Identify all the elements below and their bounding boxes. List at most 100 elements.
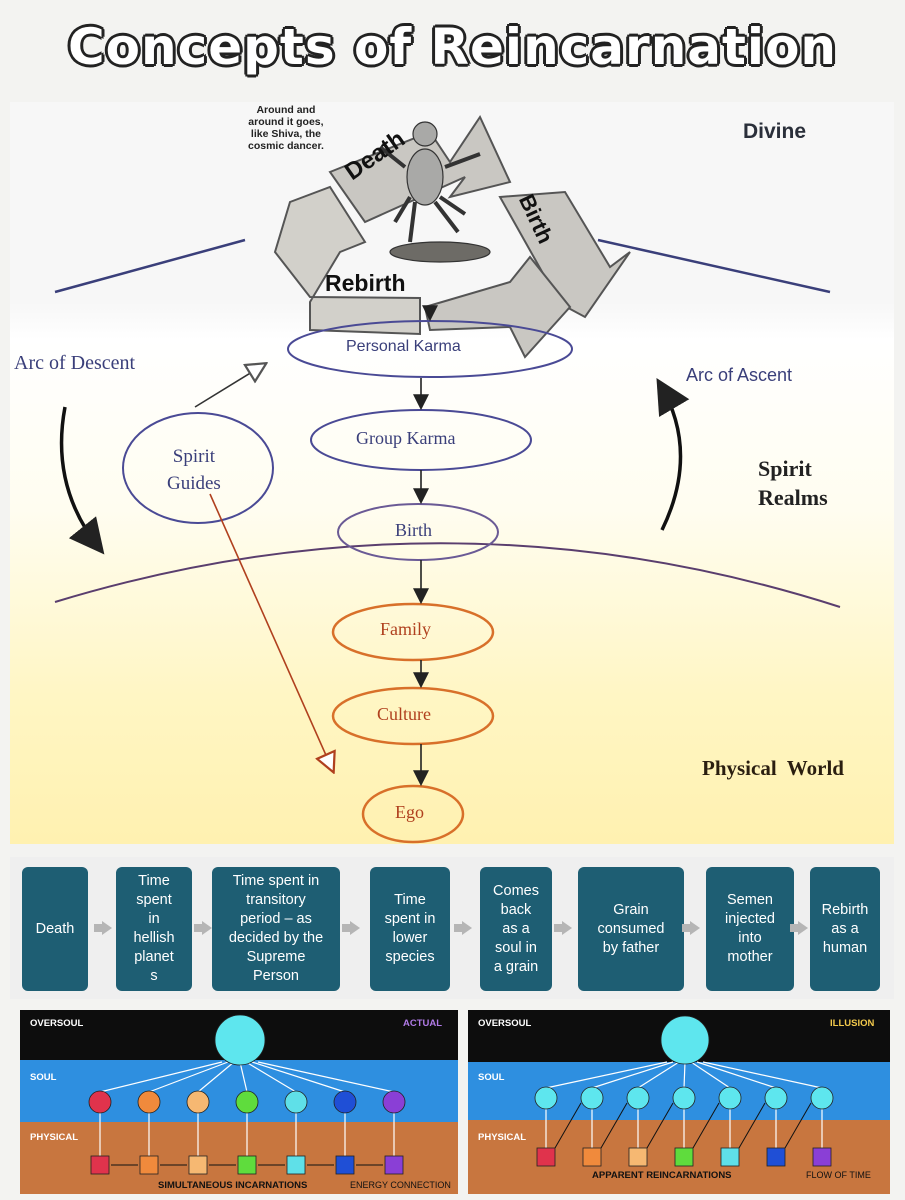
oversoul-circle: [214, 1014, 266, 1066]
divine-horizon-right: [597, 238, 831, 294]
oversoul-link: [251, 1061, 346, 1093]
step-arrow: [554, 921, 572, 935]
incarnation-box: [237, 1155, 257, 1175]
descent-arc: [59, 406, 105, 555]
soul-circle: [186, 1090, 210, 1114]
divine-label: Divine: [743, 120, 807, 143]
oversoul-link: [148, 1061, 229, 1093]
soul-circle: [810, 1086, 834, 1110]
group-karma-label: Group Karma: [356, 428, 456, 448]
incarnation-box: [812, 1147, 832, 1167]
incarnation-box: [720, 1147, 740, 1167]
spirit-guides-label: Spirit Guides: [167, 446, 221, 494]
illusion-tag: ILLUSION: [830, 1018, 875, 1029]
oversoul-link: [591, 1061, 674, 1089]
oversoul-link: [245, 1061, 297, 1093]
birth-node-label: Birth: [395, 520, 433, 540]
soul-band: [20, 1060, 458, 1122]
step-semen-injected: Semen injected into mother: [706, 867, 794, 991]
step-death: Death: [22, 867, 88, 991]
oversoul-link: [696, 1061, 777, 1089]
actual-oversoul-label: OVERSOUL: [30, 1018, 84, 1029]
soul-circle: [626, 1086, 650, 1110]
oversoul-link: [257, 1061, 395, 1093]
actual-note: ENERGY CONNECTION: [350, 1180, 451, 1190]
soul-circle: [764, 1086, 788, 1110]
arc-of-ascent-label: Arc of Ascent: [686, 365, 793, 385]
shiva-figure: [378, 121, 491, 263]
physical-horizon: [54, 542, 841, 608]
step-lower-species: Time spent in lower species: [370, 867, 450, 991]
step-arrow: [454, 921, 472, 935]
illusion-soul-label: SOUL: [478, 1072, 505, 1083]
soul-circle: [88, 1090, 112, 1114]
reincarnation-link: [784, 1102, 812, 1149]
physical-world-label: Physical World: [702, 756, 844, 780]
ego-label: Ego: [395, 802, 424, 822]
oversoul-link: [197, 1061, 235, 1093]
incarnation-box: [384, 1155, 404, 1175]
cycle-caption: Around and around it goes, like Shiva, t…: [248, 104, 324, 152]
reincarnation-steps: Death Time spent in hellish planet s Tim…: [10, 857, 894, 999]
reincarnation-link: [600, 1102, 628, 1149]
step-soul-in-grain: Comes back as a soul in a grain: [480, 867, 552, 991]
incarnation-box: [139, 1155, 159, 1175]
step-grain-consumed: Grain consumed by father: [578, 867, 684, 991]
actual-physical-label: PHYSICAL: [30, 1132, 79, 1143]
incarnation-box: [286, 1155, 306, 1175]
soul-circle: [672, 1086, 696, 1110]
family-label: Family: [380, 619, 432, 639]
step-rebirth-human: Rebirth as a human: [810, 867, 880, 991]
soul-circle: [235, 1090, 259, 1114]
step-hellish-planets: Time spent in hellish planet s: [116, 867, 192, 991]
soul-circle: [284, 1090, 308, 1114]
divine-horizon-left: [54, 238, 246, 294]
illusion-physical-label: PHYSICAL: [478, 1132, 527, 1143]
oversoul-link: [545, 1061, 668, 1089]
illusion-note: FLOW OF TIME: [806, 1170, 871, 1180]
reincarnation-link: [554, 1102, 582, 1149]
step-arrow: [682, 921, 700, 935]
spirit-realms-label: Spirit Realms: [758, 456, 828, 510]
actual-soul-label: SOUL: [30, 1072, 57, 1083]
incarnation-box: [674, 1147, 694, 1167]
reincarnation-link: [692, 1102, 720, 1149]
incarnation-box: [628, 1147, 648, 1167]
soul-circle: [382, 1090, 406, 1114]
actual-panel-canvas: [20, 1010, 458, 1194]
actual-caption: SIMULTANEOUS INCARNATIONS: [158, 1180, 308, 1191]
arc-of-descent-label: Arc of Descent: [14, 352, 136, 374]
illusion-caption: APPARENT REINCARNATIONS: [592, 1170, 732, 1181]
actual-panel: OVERSOUL ACTUAL SOUL PHYSICAL SIMULTANEO…: [20, 1010, 458, 1194]
soul-circle: [137, 1090, 161, 1114]
soul-circle: [333, 1090, 357, 1114]
incarnation-box: [188, 1155, 208, 1175]
actual-tag: ACTUAL: [403, 1018, 443, 1029]
incarnation-box: [766, 1147, 786, 1167]
incarnation-box: [90, 1155, 110, 1175]
ascent-arc: [656, 377, 690, 531]
illusion-panel-canvas: [468, 1010, 890, 1194]
reincarnation-diagram: Around and around it goes, like Shiva, t…: [10, 102, 894, 844]
step-transitory-period: Time spent in transitory period – as dec…: [212, 867, 340, 991]
rebirth-label: Rebirth: [325, 270, 406, 296]
diagram-canvas: [54, 114, 841, 844]
soul-circle: [718, 1086, 742, 1110]
personal-karma-label: Personal Karma: [346, 338, 461, 355]
spirit-guides-node: [122, 412, 274, 524]
oversoul-link: [683, 1061, 686, 1089]
oversoul-link: [690, 1061, 731, 1089]
soul-circle: [580, 1086, 604, 1110]
reincarnation-link: [646, 1102, 674, 1149]
oversoul-link: [99, 1061, 223, 1093]
incarnation-box: [582, 1147, 602, 1167]
step-arrow: [342, 921, 360, 935]
page-title: Concepts of Reincarnation: [67, 18, 838, 76]
oversoul-link: [637, 1061, 680, 1089]
oversoul-circle: [660, 1015, 710, 1065]
soul-circle: [534, 1086, 558, 1110]
incarnation-box: [536, 1147, 556, 1167]
step-arrow: [790, 921, 808, 935]
step-arrow: [94, 921, 112, 935]
oversoul-link: [239, 1061, 248, 1093]
